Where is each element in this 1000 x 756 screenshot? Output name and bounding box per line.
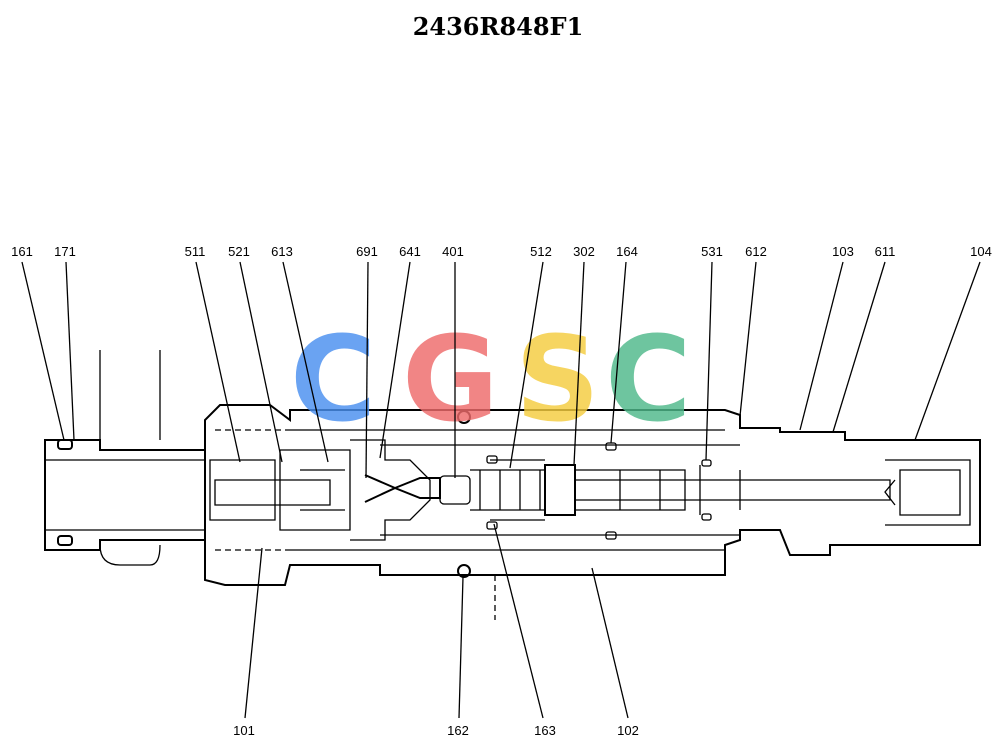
cgsc-watermark: C G S C: [290, 310, 692, 448]
callout-641: 641: [399, 244, 421, 259]
valve-body: [44, 350, 981, 620]
callout-161: 161: [11, 244, 33, 259]
callout-511: 511: [185, 244, 206, 259]
callout-612: 612: [745, 244, 767, 259]
callout-171: 171: [54, 244, 76, 259]
callout-163: 163: [534, 723, 556, 738]
callout-104: 104: [970, 244, 992, 259]
callout-521: 521: [228, 244, 250, 259]
callout-302: 302: [573, 244, 595, 259]
callout-103: 103: [832, 244, 854, 259]
callout-101: 101: [233, 723, 255, 738]
callout-611: 611: [875, 244, 896, 259]
watermark-letter-c1: C: [290, 310, 377, 448]
drawing-title: 2436R848F1: [413, 12, 584, 41]
watermark-letter-g: G: [402, 310, 499, 448]
watermark-letter-s: S: [515, 310, 600, 448]
callout-164: 164: [616, 244, 638, 259]
leader-lines: [21, 261, 981, 719]
watermark-letter-c2: C: [605, 310, 692, 448]
callout-401: 401: [442, 244, 464, 259]
callout-labels: 161 171 511 521 613 691 641 401 512 302 …: [11, 244, 992, 738]
callout-512: 512: [530, 244, 552, 259]
callout-531: 531: [701, 244, 723, 259]
callout-613: 613: [271, 244, 293, 259]
callout-691: 691: [356, 244, 378, 259]
callout-102: 102: [617, 723, 639, 738]
callout-162: 162: [447, 723, 469, 738]
o-rings: [57, 410, 712, 578]
